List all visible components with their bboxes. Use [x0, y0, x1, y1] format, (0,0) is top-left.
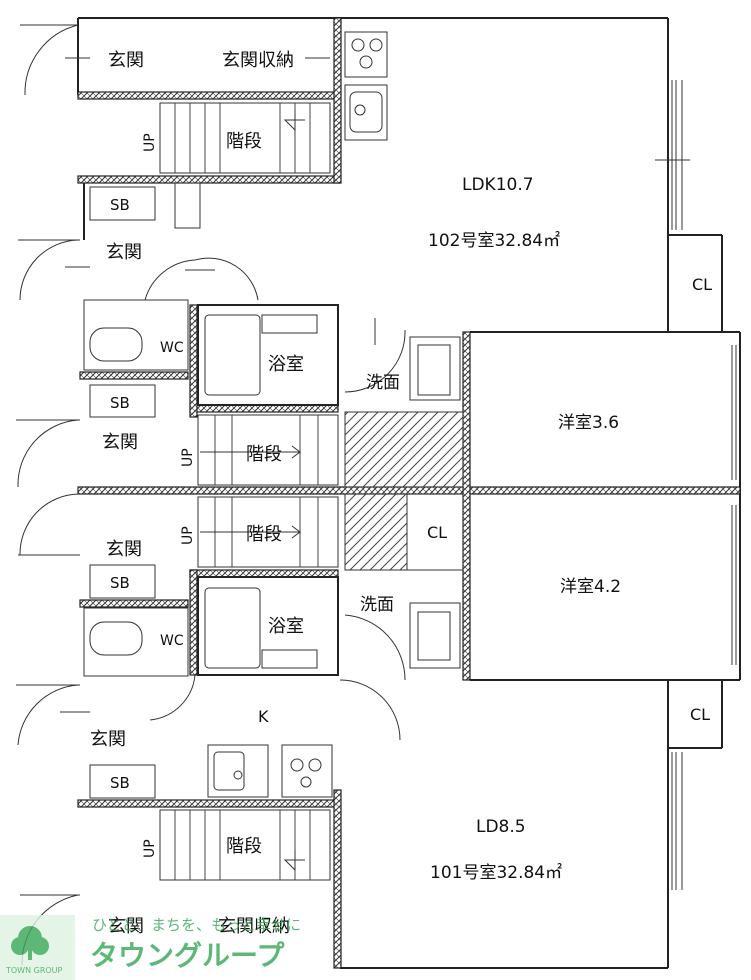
watermark-brand-en: TOWN GROUP — [5, 966, 63, 975]
watermark-brand-kana: タウングループ — [90, 939, 285, 972]
entrance-storage-label-102: 玄関収納 — [222, 50, 294, 71]
washroom-label-a: 洗面 — [366, 373, 400, 393]
stairs-label-b: 階段 — [246, 524, 282, 545]
washroom-label-b: 洗面 — [360, 595, 394, 615]
watermark: TOWN GROUP ひとと、まちを、もっと幸せに タウングループ — [0, 915, 301, 980]
up-label-a: UP — [180, 448, 196, 467]
sb-label-101: SB — [110, 774, 130, 792]
bathtub-b — [204, 587, 261, 669]
void-hatch-top — [344, 411, 464, 488]
stairs-101 — [159, 809, 331, 881]
toilet-a — [89, 327, 143, 362]
kitchen-label: K — [258, 707, 269, 726]
western-room-b: 洋室4.2 — [560, 577, 621, 597]
structural-walls — [77, 17, 741, 969]
stair-steps-b — [200, 497, 319, 567]
unit-101: 玄関 SB UP 階段 LD8.5 101号室32.84㎡ 玄関 玄関収納 — [16, 684, 562, 966]
stairs-102 — [159, 102, 331, 174]
entrance-bottom-label-101: 玄関 — [108, 916, 144, 937]
up-label-b: UP — [180, 526, 196, 545]
sb-top-label: SB — [110, 196, 130, 214]
entrance-label-c: 玄関 — [106, 539, 142, 560]
sb-label-b: SB — [110, 574, 130, 592]
stairs-label-101: 階段 — [226, 836, 262, 857]
unit-102: 玄関 玄関収納 UP 階段 LDK10.7 102号室32.84㎡ — [20, 24, 712, 294]
wc-label-b: WC — [160, 633, 184, 649]
watermark-tagline: ひとと、まちを、もっと幸せに — [92, 916, 301, 934]
stairs-label-a: 階段 — [246, 444, 282, 465]
entrance-storage-label-101: 玄関収納 — [218, 916, 290, 937]
up-label-101: UP — [142, 839, 158, 858]
closet-label-102: CL — [692, 275, 712, 294]
room-info-101: 101号室32.84㎡ — [430, 863, 562, 883]
entrance-label-102: 玄関 — [108, 50, 144, 71]
tree-logo-icon — [11, 926, 49, 960]
stair-steps-102 — [174, 103, 311, 173]
stove-102 — [344, 31, 388, 78]
wc-label-a: WC — [160, 340, 184, 356]
stair-steps-a — [200, 415, 319, 485]
entrance-label-b: 玄関 — [102, 432, 138, 453]
kitchen-stove — [281, 744, 333, 798]
entrance-label-101: 玄関 — [90, 729, 126, 750]
middle-section: SB 玄関 WC 浴室 洗面 SB 玄関 — [16, 182, 737, 890]
room-info-102: 102号室32.84㎡ — [428, 231, 560, 251]
entrance-label-a: 玄関 — [106, 242, 142, 263]
ldk-label: LDK10.7 — [462, 175, 534, 195]
void-hatch-bottom — [344, 493, 408, 571]
shoe-box-101 — [89, 764, 156, 799]
sb-label-a: SB — [110, 394, 130, 412]
stairs-a — [197, 414, 339, 486]
closet-label-right: CL — [690, 705, 710, 724]
stair-steps-101 — [174, 810, 311, 880]
stairs-label-102: 階段 — [226, 131, 262, 152]
closet-label-mid: CL — [427, 523, 447, 542]
toilet-b — [89, 621, 143, 656]
western-room-a: 洋室3.6 — [558, 413, 619, 433]
shoe-box-b — [89, 564, 156, 599]
ld-label: LD8.5 — [476, 817, 526, 837]
bath-label-b: 浴室 — [268, 616, 304, 637]
shoe-box-a — [89, 384, 156, 418]
bath-label-a: 浴室 — [268, 354, 304, 375]
stairs-b — [197, 496, 339, 568]
entrance-door-arc-102 — [24, 24, 79, 96]
shoe-box-top — [89, 186, 156, 221]
up-label-102: UP — [142, 133, 158, 152]
bathtub-a — [204, 314, 261, 396]
